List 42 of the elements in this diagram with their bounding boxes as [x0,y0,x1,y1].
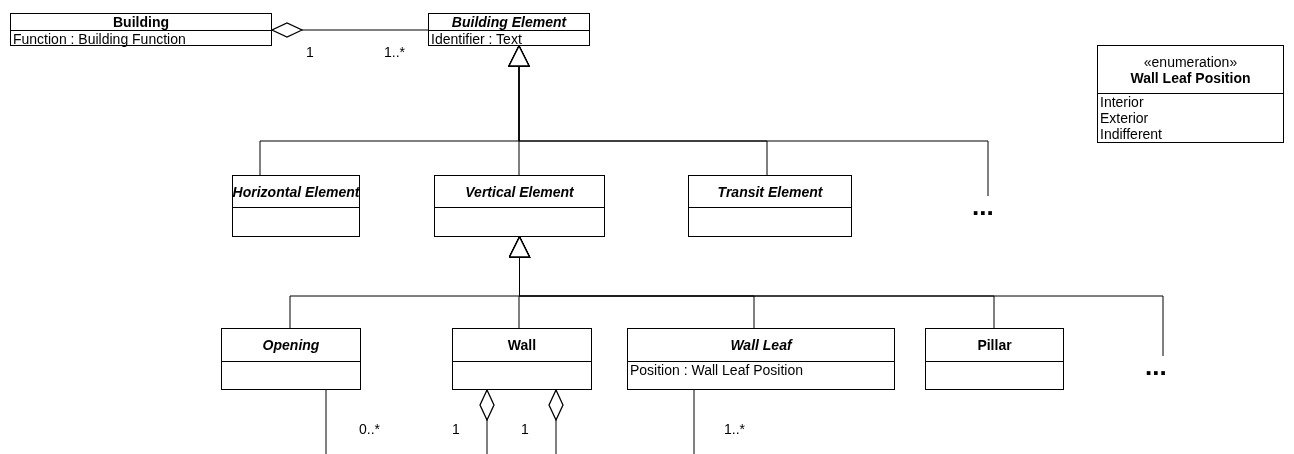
class-box [10,13,272,46]
aggregation-line [271,22,429,38]
association-line [693,389,695,454]
stereotype: «enumeration» [1143,53,1238,70]
multiplicity: 1 [306,44,314,60]
association-line [325,389,327,454]
class-box [925,328,1064,390]
multiplicity: 1 [452,421,460,437]
class-name: Transit Element [717,183,823,200]
multiplicity: 1..* [384,44,405,60]
multiplicity: 0..* [359,421,380,437]
class-name: Horizontal Element [232,183,360,200]
aggregation-line [479,389,495,454]
multiplicity: 1 [521,421,529,437]
class-name: Pillar [977,337,1012,353]
class-box [627,328,895,390]
enumeration-box [1097,45,1284,143]
generalization-arrow [508,45,989,197]
ellipsis: ... [972,196,1006,218]
aggregation-line [548,389,564,454]
generalization-arrow [508,236,1164,357]
enum-literal: Interior [1100,94,1144,110]
attribute: Position : Wall Leaf Position [630,362,803,378]
class-name: Opening [262,337,320,353]
class-box [232,175,360,237]
ellipsis: ... [1145,356,1181,378]
enum-literal: Exterior [1100,110,1149,126]
class-name: Building Element [451,14,567,30]
class-name: Wall Leaf Position [1130,69,1251,86]
multiplicity: 1..* [724,421,745,437]
class-box [221,328,361,390]
class-name: Building [113,14,169,30]
class-name: Vertical Element [465,183,574,200]
class-box [428,13,590,46]
enum-literal: Indifferent [1100,126,1162,142]
class-box [688,175,852,237]
class-box [434,175,605,237]
class-name: Wall Leaf [730,337,792,353]
class-name: Wall [507,337,537,353]
attribute: Identifier : Text [431,31,522,47]
class-box [452,328,592,390]
attribute: Function : Building Function [13,31,186,47]
